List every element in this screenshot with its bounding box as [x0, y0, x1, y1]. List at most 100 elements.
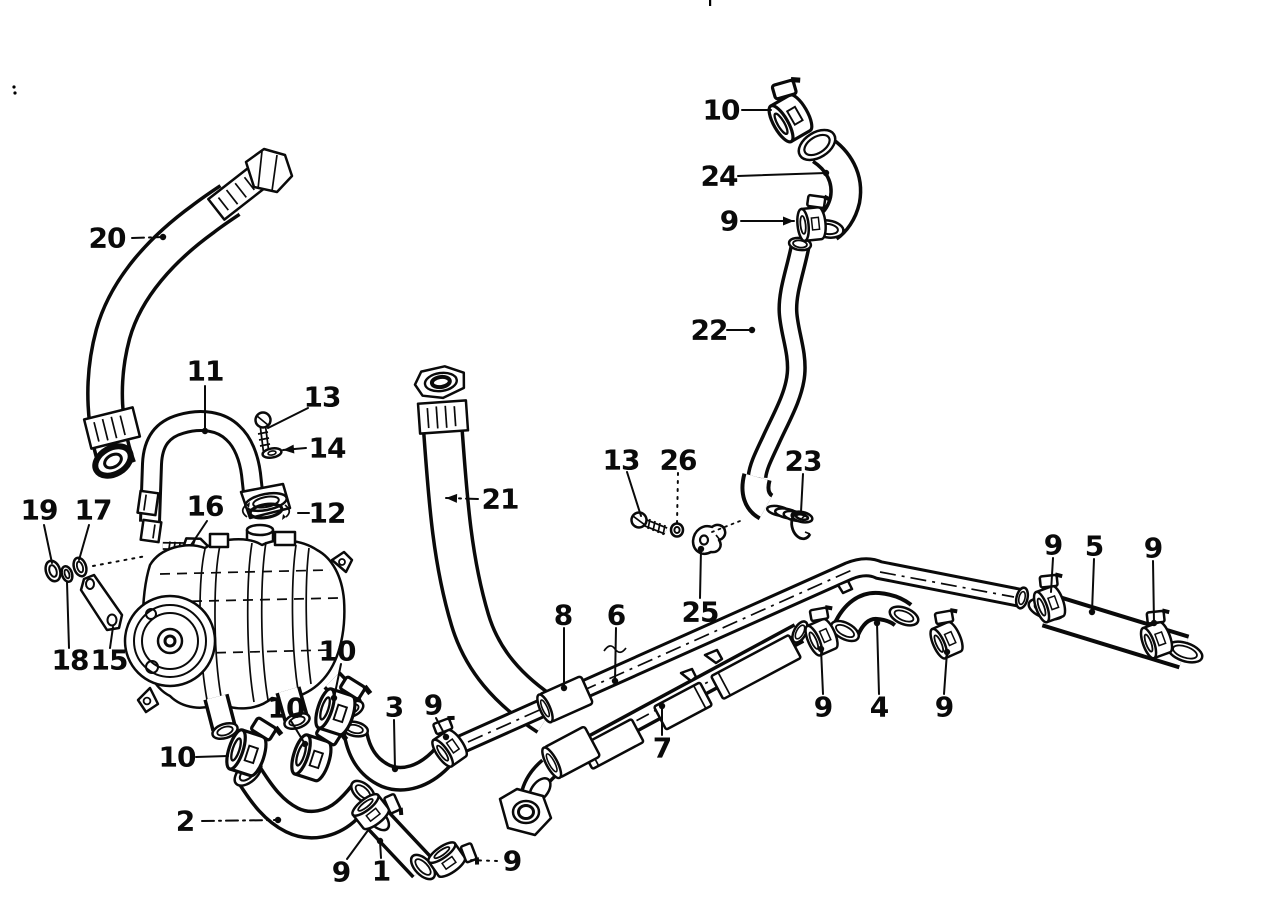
pulley-groove: [141, 612, 199, 670]
hex-bore: [429, 374, 452, 390]
part-number-12: 12: [309, 497, 346, 530]
hose-24-bore: [803, 133, 831, 157]
callout-leader-dot: [391, 765, 399, 773]
part-number-25: 25: [682, 596, 719, 629]
callout-leader: [195, 755, 229, 758]
part-number-10: 10: [268, 692, 305, 725]
part-number-9: 9: [1044, 529, 1062, 562]
pump-rib: [305, 547, 312, 685]
nut-bore: [673, 526, 681, 534]
screw-thread: [657, 522, 661, 534]
hose-4-bore: [893, 609, 915, 623]
part-number-4: 4: [870, 691, 889, 724]
pump-pulley: [123, 594, 217, 688]
part-number-2: 2: [176, 805, 194, 838]
stub-body: [206, 694, 234, 731]
callout-leader-dot: [1150, 619, 1158, 627]
callout-leader: [333, 663, 342, 699]
part-number-5: 5: [1085, 530, 1103, 563]
part-number-9: 9: [332, 856, 350, 889]
connector-bore: [545, 753, 558, 773]
collar-band: [416, 399, 470, 435]
hex-bore: [517, 804, 535, 820]
pulley-groove: [133, 604, 207, 678]
pulley-hole: [145, 608, 157, 620]
callout-leader-dot: [560, 684, 568, 692]
part-number-26: 26: [660, 444, 697, 477]
swirl-arrow: [284, 504, 291, 518]
pulley-outer: [123, 594, 217, 688]
callout-leader-dot: [442, 733, 450, 741]
flange-bore: [252, 495, 280, 509]
sleeve-edge: [717, 672, 732, 696]
collar-slot: [234, 182, 247, 198]
callout-leader: [131, 236, 164, 239]
bracket-notch: [715, 534, 721, 541]
callout-leader: [43, 524, 53, 564]
screw-thread: [647, 518, 651, 530]
washer-14: [261, 447, 283, 459]
pump-outlet-stub: [203, 693, 239, 741]
screw-thread: [662, 524, 666, 536]
ring-bore: [103, 452, 123, 470]
ring-outer: [92, 443, 134, 479]
print-specks: [12, 0, 712, 95]
hose-20: [82, 147, 294, 479]
pipe-7-bracket-tab: [703, 648, 724, 665]
sleeve-body: [653, 681, 713, 731]
bracket-slot: [152, 524, 156, 539]
collar-slot: [426, 408, 430, 429]
part-number-20: 20: [89, 222, 126, 255]
pipe-22-body: [750, 245, 807, 479]
callout-leader-dot: [330, 694, 338, 702]
pipe-6-centerline: [467, 569, 853, 743]
sleeve-body: [710, 634, 802, 700]
circlip-hook: [804, 531, 811, 535]
hose-20-top-collar: [207, 167, 265, 221]
pipe-7-hex-fitting: [498, 787, 553, 837]
part-number-13: 13: [603, 444, 640, 477]
end-bore: [794, 512, 810, 522]
bracket-band: [139, 518, 163, 544]
hose-4-mouth: [829, 619, 861, 643]
part-number-23: 23: [785, 445, 822, 478]
washer-bore: [75, 560, 85, 574]
callout-leader-arrow: [446, 493, 458, 503]
part-number-15: 15: [91, 644, 128, 677]
collar-slot: [101, 418, 109, 441]
screw-head-facet: [632, 515, 646, 526]
part-number-11: 11: [187, 355, 224, 388]
hose-20-body: [89, 187, 239, 474]
hex-facet: [257, 150, 263, 190]
hex-outline: [244, 147, 294, 194]
callout-leader: [109, 626, 114, 649]
pump-rib: [214, 544, 223, 703]
pump-rib: [291, 544, 299, 691]
part-number-16: 16: [187, 490, 224, 523]
callout-leader: [737, 172, 827, 177]
callout-leader: [626, 471, 642, 517]
part-number-9: 9: [814, 691, 832, 724]
callout-leader: [290, 720, 306, 745]
assembly-dotted-line: [711, 520, 741, 533]
part-number-21: 21: [482, 483, 519, 516]
nut-26: [669, 522, 685, 538]
pipe-connector-8: [536, 675, 601, 780]
hose-4: [829, 590, 920, 643]
pump-top-lug: [273, 530, 297, 547]
part-number-1: 1: [372, 855, 390, 888]
callout-leader-dot: [658, 702, 666, 710]
part-number-17: 17: [75, 494, 112, 527]
hose-2-body: [240, 769, 371, 837]
callout-leader: [467, 859, 498, 862]
callout-leader-dot: [274, 816, 282, 824]
collar-slot: [119, 415, 126, 436]
screw-13-right: [630, 511, 668, 536]
callout-leader: [435, 717, 447, 738]
print-speck: [12, 85, 16, 89]
sleeve-edge: [692, 685, 707, 709]
collar-slot: [225, 189, 239, 205]
pump-ear: [136, 686, 160, 714]
